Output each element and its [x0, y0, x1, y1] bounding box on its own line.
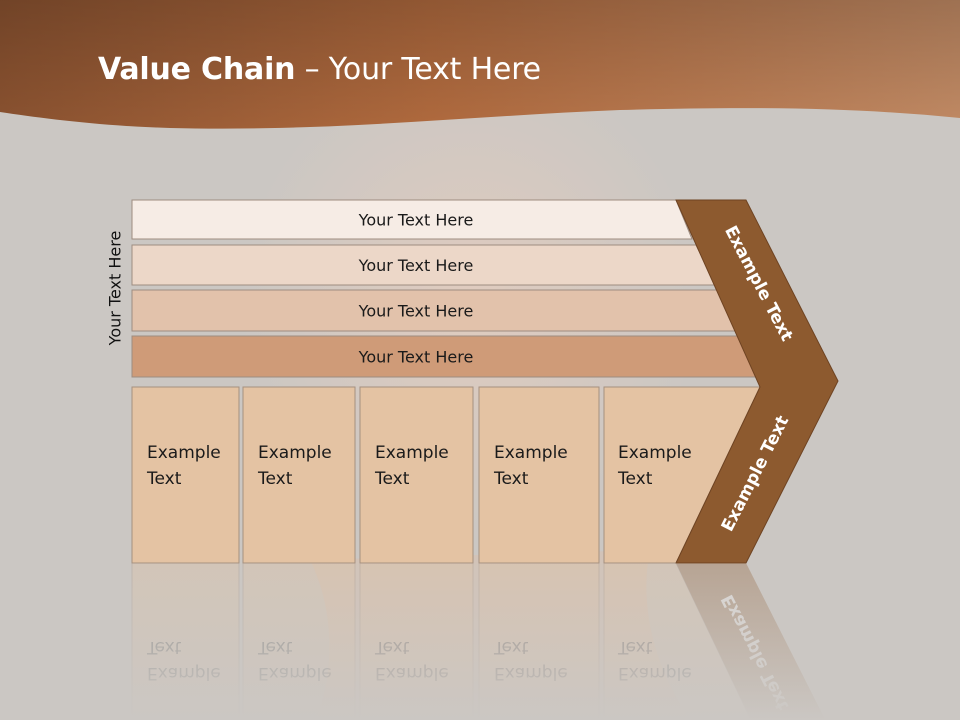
column-line2-1: Text	[146, 469, 182, 489]
column-line2-4: Text	[493, 469, 529, 489]
row-label-4: Your Text Here	[358, 348, 474, 367]
row-label-1: Your Text Here	[358, 211, 474, 230]
column-line2-5: Text	[617, 469, 653, 489]
column-3	[359, 386, 474, 564]
column-1	[131, 386, 240, 564]
title-bold: Value Chain	[98, 52, 296, 87]
column-line1-5: Example	[618, 443, 692, 463]
page-title: Value Chain – Your Text Here	[98, 52, 541, 87]
header-band	[0, 0, 960, 129]
column-line2-2: Text	[257, 469, 293, 489]
row-label-2: Your Text Here	[358, 256, 474, 275]
title-rest: – Your Text Here	[295, 52, 541, 87]
column-2	[242, 386, 356, 564]
column-4	[478, 386, 600, 564]
reflection-fade	[120, 563, 860, 720]
side-label: Your Text Here	[105, 230, 125, 346]
row-label-3: Your Text Here	[358, 302, 474, 321]
row-1	[131, 199, 693, 240]
column-line1-1: Example	[147, 443, 221, 463]
column-line1-2: Example	[258, 443, 332, 463]
column-line1-4: Example	[494, 443, 568, 463]
column-line2-3: Text	[374, 469, 410, 489]
column-line1-3: Example	[375, 443, 449, 463]
